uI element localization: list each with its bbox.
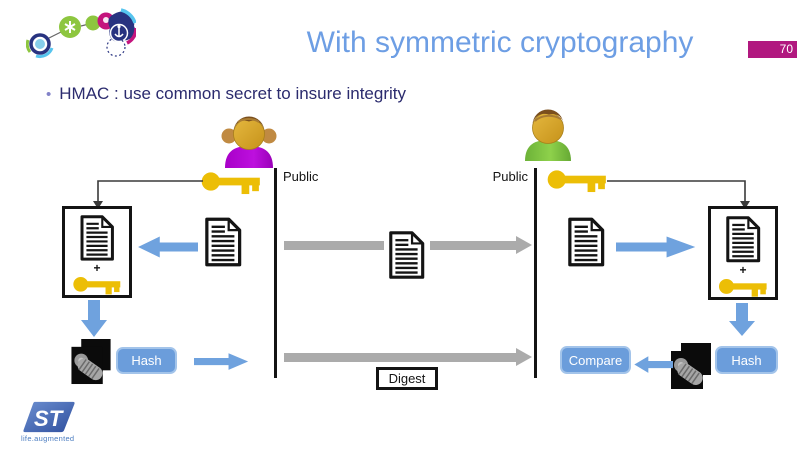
page-number-badge: 70 [748, 41, 797, 58]
page-title: With symmetric cryptography [306, 26, 694, 59]
sender-hash-down-arrow [80, 300, 108, 338]
sender-hash-machine-icon [71, 339, 113, 385]
deco-logo-icon [26, 8, 136, 59]
compare-arrow [633, 355, 673, 374]
transit-document-icon [388, 230, 425, 280]
digest-label-box: Digest [376, 367, 438, 390]
receiver-key-connector [607, 180, 750, 209]
receiver-doc-arrow [616, 235, 698, 259]
girl-avatar-icon [220, 108, 278, 168]
receiver-plus-sign: + [739, 262, 747, 277]
receiver-hash-button: Hash [715, 346, 778, 374]
sender-digest-arrow [194, 352, 250, 371]
sender-public-label: Public [283, 169, 319, 184]
sender-hmac-box: + [62, 206, 132, 298]
receiver-box-document-icon [723, 216, 763, 263]
receiver-channel-line [534, 168, 537, 378]
st-tagline: life.augmented [21, 434, 75, 443]
sender-hash-button: Hash [116, 347, 177, 374]
sender-box-document-icon [77, 215, 117, 261]
gray-arrow-head [516, 348, 532, 366]
gray-bar [284, 241, 384, 250]
receiver-hash-down-arrow [728, 303, 756, 337]
svg-text:ST: ST [34, 406, 65, 431]
bullet-item: • HMAC : use common secret to insure inte… [46, 84, 406, 104]
receiver-box-key-icon [715, 277, 771, 297]
receiver-hash-machine-icon [671, 343, 713, 390]
sender-channel-line [274, 168, 277, 378]
gray-arrow-head [516, 236, 532, 254]
receiver-key-icon [546, 168, 608, 193]
gray-bar [430, 241, 516, 250]
sender-box-key-icon [69, 275, 125, 295]
receiver-document-icon [567, 217, 605, 267]
receiver-public-label: Public [492, 169, 528, 184]
bullet-text: HMAC : use common secret to insure integ… [59, 84, 406, 103]
gray-bar [284, 353, 516, 362]
sender-key-connector [93, 180, 203, 209]
bullet-marker: • [46, 86, 52, 103]
boy-avatar-icon [522, 104, 574, 161]
receiver-hmac-box: + [708, 206, 778, 300]
st-logo-icon: ST [23, 401, 75, 433]
sender-key-icon [200, 170, 262, 195]
sender-doc-arrow [136, 235, 198, 259]
sender-plus-sign: + [93, 260, 101, 275]
sender-document-icon [204, 217, 242, 267]
compare-button: Compare [560, 346, 631, 374]
